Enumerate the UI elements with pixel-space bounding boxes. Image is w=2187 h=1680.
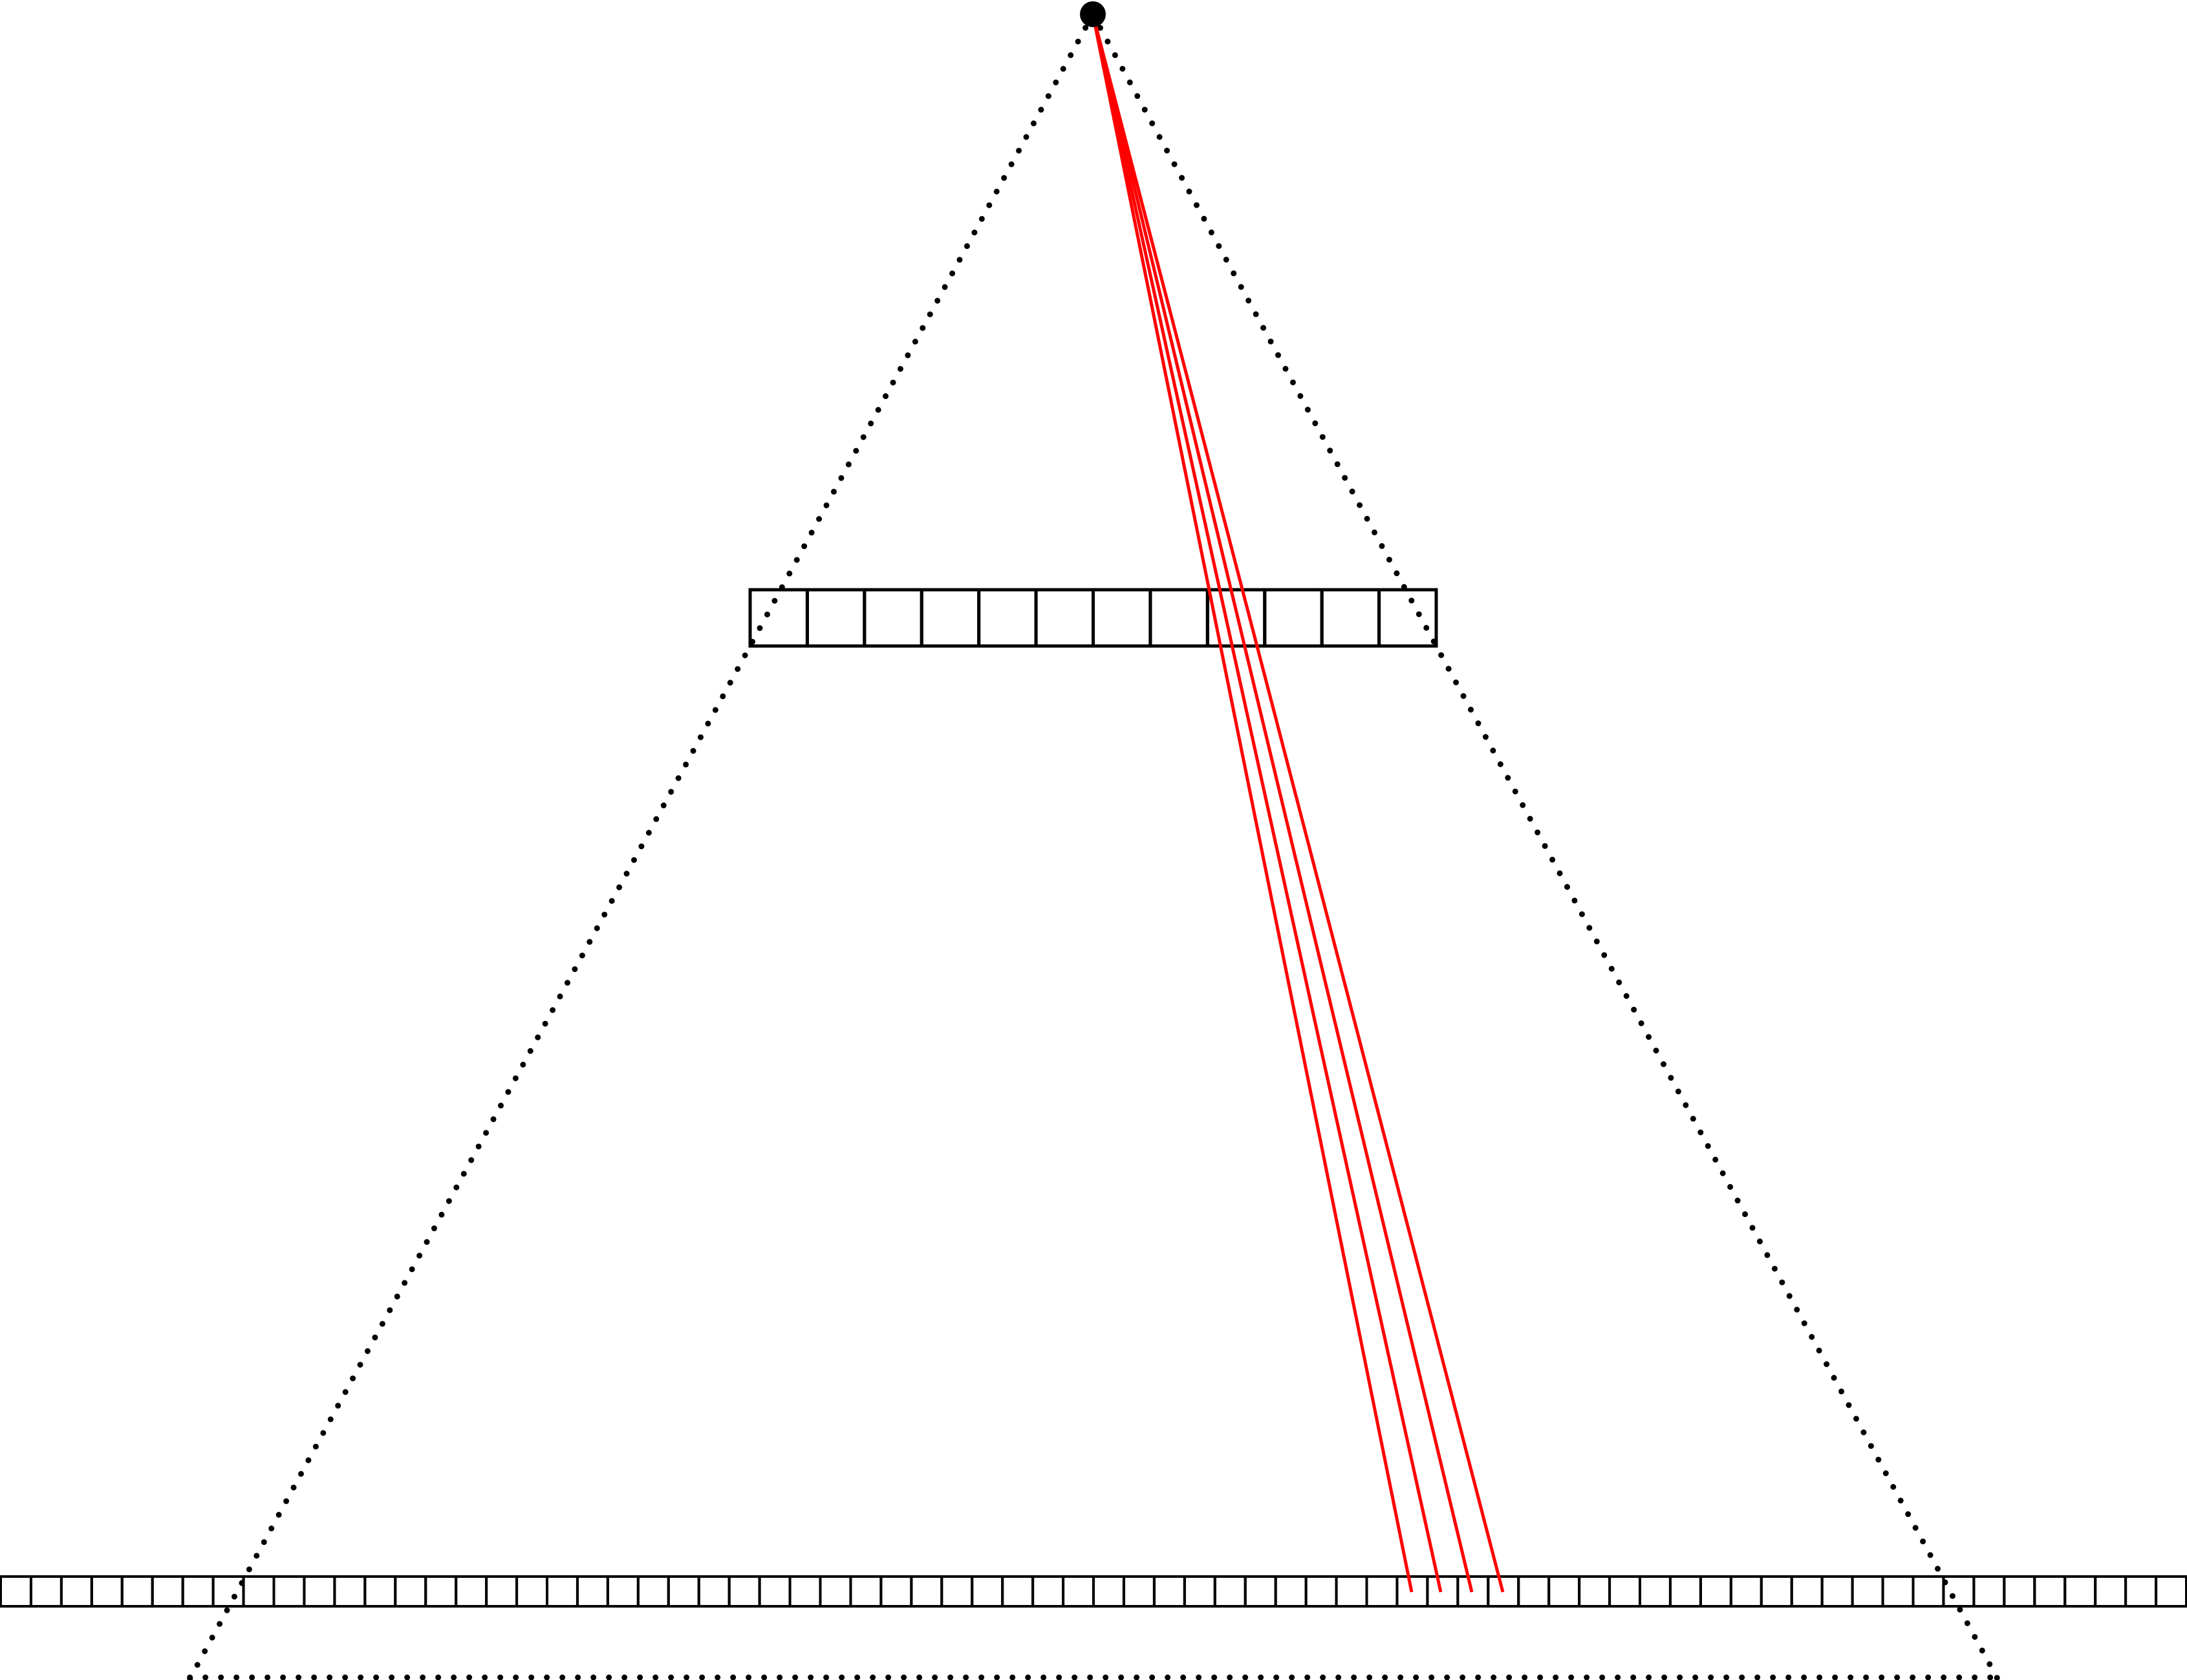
far-plane-cell bbox=[1426, 1575, 1460, 1608]
far-plane-cell bbox=[29, 1575, 63, 1608]
far-plane-cell bbox=[727, 1575, 761, 1608]
far-plane-cell bbox=[272, 1575, 306, 1608]
near-plane-cell bbox=[1034, 588, 1095, 648]
far-plane-cell bbox=[181, 1575, 215, 1608]
eye-point bbox=[1080, 1, 1106, 27]
far-plane-cell bbox=[515, 1575, 548, 1608]
ray-line bbox=[1091, 14, 1474, 1593]
far-plane-cell bbox=[788, 1575, 822, 1608]
frustum-left-edge bbox=[187, 11, 1096, 1680]
far-plane-cell bbox=[2063, 1575, 2097, 1608]
far-plane-cell bbox=[363, 1575, 397, 1608]
far-plane-cell bbox=[242, 1575, 275, 1608]
near-plane-cells bbox=[748, 588, 1438, 648]
far-plane-cell bbox=[211, 1575, 245, 1608]
far-plane-cell bbox=[1668, 1575, 1702, 1608]
far-plane-cell bbox=[1031, 1575, 1065, 1608]
far-plane-cell bbox=[485, 1575, 519, 1608]
far-plane-cell bbox=[1578, 1575, 1611, 1608]
far-plane-cell bbox=[1001, 1575, 1035, 1608]
far-plane-cell bbox=[424, 1575, 458, 1608]
far-plane-cell bbox=[1152, 1575, 1186, 1608]
far-plane-cell bbox=[1942, 1575, 1976, 1608]
far-plane-cell bbox=[333, 1575, 367, 1608]
far-plane-cell bbox=[59, 1575, 93, 1608]
far-plane-cell bbox=[1213, 1575, 1247, 1608]
far-plane-cell bbox=[394, 1575, 427, 1608]
far-plane-cell bbox=[1244, 1575, 1277, 1608]
far-plane-cell bbox=[2094, 1575, 2128, 1608]
far-plane-cell bbox=[910, 1575, 943, 1608]
far-plane-cell bbox=[636, 1575, 670, 1608]
far-plane-cell bbox=[849, 1575, 883, 1608]
far-plane-cell bbox=[1639, 1575, 1672, 1608]
near-plane-cell bbox=[748, 588, 809, 648]
near-plane-cell bbox=[1263, 588, 1324, 648]
near-plane-cell bbox=[1377, 588, 1438, 648]
near-plane-cell bbox=[977, 588, 1038, 648]
far-plane-cell bbox=[1729, 1575, 1763, 1608]
far-plane-cell bbox=[940, 1575, 974, 1608]
far-plane-cell bbox=[1608, 1575, 1642, 1608]
far-plane-cell bbox=[1092, 1575, 1125, 1608]
far-plane-cell bbox=[819, 1575, 852, 1608]
far-plane-cell bbox=[455, 1575, 488, 1608]
far-plane-cell bbox=[2124, 1575, 2158, 1608]
far-plane-cell bbox=[1062, 1575, 1095, 1608]
far-plane-cell bbox=[879, 1575, 913, 1608]
ray-line bbox=[1091, 14, 1505, 1593]
near-plane-cell bbox=[920, 588, 981, 648]
far-plane-cell bbox=[1851, 1575, 1884, 1608]
far-plane-cell bbox=[0, 1575, 32, 1608]
far-plane-cell bbox=[697, 1575, 731, 1608]
far-plane-cell bbox=[606, 1575, 640, 1608]
far-plane-cell bbox=[1183, 1575, 1216, 1608]
far-plane-cell bbox=[120, 1575, 154, 1608]
far-plane-cell bbox=[758, 1575, 792, 1608]
ray-line bbox=[1091, 14, 1443, 1593]
far-plane-cell bbox=[90, 1575, 124, 1608]
far-plane-cell bbox=[1790, 1575, 1824, 1608]
frustum-right-edge bbox=[1090, 11, 2001, 1680]
ray-line bbox=[1091, 14, 1414, 1593]
far-plane-cell bbox=[971, 1575, 1004, 1608]
far-plane-cell bbox=[1335, 1575, 1368, 1608]
far-plane-cell bbox=[1517, 1575, 1551, 1608]
far-plane-cell bbox=[1820, 1575, 1854, 1608]
far-plane-cell bbox=[1760, 1575, 1793, 1608]
far-plane-cell bbox=[2003, 1575, 2036, 1608]
far-plane-cell bbox=[2033, 1575, 2067, 1608]
far-plane-cell bbox=[1274, 1575, 1308, 1608]
far-plane-cell bbox=[546, 1575, 579, 1608]
far-plane-cell bbox=[1304, 1575, 1338, 1608]
frustum-edges bbox=[187, 11, 2001, 1680]
far-plane-cell bbox=[1365, 1575, 1399, 1608]
far-plane-cell bbox=[667, 1575, 700, 1608]
far-plane-cell bbox=[576, 1575, 609, 1608]
far-plane-cell bbox=[1972, 1575, 2006, 1608]
far-plane-cells bbox=[0, 1575, 2187, 1608]
far-plane-cell bbox=[1122, 1575, 1156, 1608]
far-plane-cell bbox=[1881, 1575, 1915, 1608]
far-plane-cell bbox=[2155, 1575, 2187, 1608]
near-plane-cell bbox=[1320, 588, 1381, 648]
near-plane-cell bbox=[1148, 588, 1209, 648]
far-plane-cell bbox=[151, 1575, 184, 1608]
far-plane-cell bbox=[1912, 1575, 1945, 1608]
far-plane-cell bbox=[1699, 1575, 1732, 1608]
far-plane-cell bbox=[1547, 1575, 1581, 1608]
near-plane-cell bbox=[805, 588, 867, 648]
near-plane-cell bbox=[1092, 588, 1152, 648]
sample-rays bbox=[1091, 14, 1505, 1593]
eye-point-group bbox=[1080, 1, 1106, 27]
far-plane-cell bbox=[303, 1575, 336, 1608]
near-plane-cell bbox=[863, 588, 923, 648]
